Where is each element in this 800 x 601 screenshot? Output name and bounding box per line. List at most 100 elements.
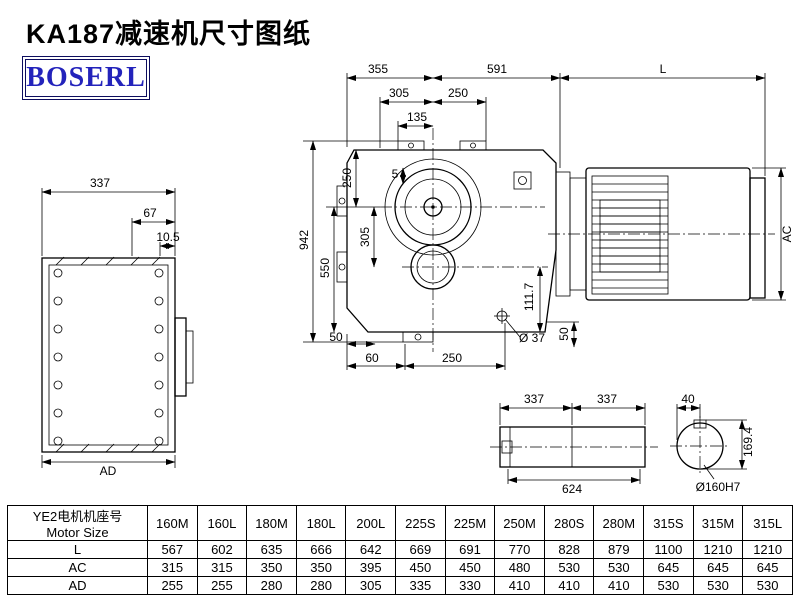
- value-cell: 645: [692, 558, 744, 577]
- motor-dimension-table: YE2电机机座号 Motor Size 160M 160L 180M 180L …: [7, 505, 793, 595]
- dim-550: 550: [318, 258, 332, 278]
- value-cell: 335: [395, 576, 446, 595]
- value-cell: 330: [444, 576, 496, 595]
- hatch-bottom: [55, 443, 161, 453]
- value-cell: 530: [692, 576, 744, 595]
- value-cell: 315: [196, 558, 248, 577]
- motor-size-header: YE2电机机座号 Motor Size: [7, 505, 148, 541]
- value-cell: 530: [742, 576, 793, 595]
- shaft-side-view: 337 337 624: [490, 392, 658, 496]
- col-header: 280S: [543, 505, 595, 541]
- col-header: 315L: [742, 505, 793, 541]
- value-cell: 645: [643, 558, 694, 577]
- dim-135: 135: [407, 110, 427, 124]
- dim-l: L: [660, 62, 667, 76]
- row-label: AC: [7, 558, 148, 577]
- dim-355: 355: [368, 62, 388, 76]
- value-cell: 450: [444, 558, 496, 577]
- value-cell: 410: [494, 576, 545, 595]
- front-view-dimensions: 337 67 10.5 AD: [41, 176, 180, 478]
- value-cell: 828: [543, 540, 595, 559]
- table-row-L: L 567 602 635 666 642 669 691 770 828 87…: [7, 540, 793, 559]
- side-view-dimensions: 355 591 L 305 250 135 942 550 250 305 5 …: [297, 62, 766, 370]
- value-cell: 315: [147, 558, 198, 577]
- table-header-row: YE2电机机座号 Motor Size 160M 160L 180M 180L …: [7, 505, 793, 541]
- col-header: 160L: [196, 505, 248, 541]
- value-cell: 255: [147, 576, 198, 595]
- dim-60: 60: [365, 351, 379, 365]
- table-row-AC: AC 315 315 350 350 395 450 450 480 530 5…: [7, 558, 793, 577]
- motor-side-view: AC: [548, 167, 794, 301]
- dim-shaft-dia160: Ø160H7: [696, 480, 741, 494]
- dim-ac: AC: [780, 225, 794, 242]
- technical-drawing: 337 67 10.5 AD: [41, 62, 794, 496]
- page-title: KA187减速机尺寸图纸: [26, 19, 312, 49]
- value-cell: 879: [593, 540, 645, 559]
- col-header: 180M: [246, 505, 297, 541]
- dim-942: 942: [297, 230, 311, 250]
- dim-shaft-624: 624: [562, 482, 582, 496]
- row-label: L: [7, 540, 148, 559]
- value-cell: 669: [395, 540, 446, 559]
- value-cell: 450: [395, 558, 446, 577]
- motor-size-header-cn: YE2电机机座号: [32, 509, 123, 524]
- dim-250-left: 250: [340, 168, 354, 188]
- dim-shaft-337-a: 337: [524, 392, 544, 406]
- dim-dia-37: Ø 37: [519, 331, 545, 345]
- value-cell: 1100: [643, 540, 694, 559]
- dim-305-left: 305: [358, 227, 372, 247]
- col-header: 280M: [593, 505, 645, 541]
- value-cell: 350: [295, 558, 347, 577]
- dim-250-top: 250: [448, 86, 468, 100]
- col-header: 160M: [147, 505, 198, 541]
- col-header: 315S: [643, 505, 694, 541]
- dim-front-ad: AD: [100, 464, 117, 478]
- boserl-logo: BOSERL: [22, 56, 150, 100]
- col-header: 315M: [692, 505, 744, 541]
- value-cell: 691: [444, 540, 496, 559]
- dim-front-width: 337: [90, 176, 110, 190]
- dim-50-left: 50: [329, 330, 343, 344]
- value-cell: 567: [147, 540, 198, 559]
- motor-end-cap: [749, 177, 766, 299]
- motor-size-header-en: Motor Size: [46, 525, 109, 540]
- col-header: 225M: [444, 505, 496, 541]
- dim-shaft-40: 40: [681, 392, 695, 406]
- dim-111-7: 111.7: [522, 283, 536, 312]
- value-cell: 1210: [742, 540, 793, 559]
- value-cell: 280: [295, 576, 347, 595]
- value-cell: 530: [593, 558, 645, 577]
- value-cell: 305: [345, 576, 397, 595]
- row-label: AD: [7, 576, 148, 595]
- dim-front-offset: 67: [143, 206, 157, 220]
- value-cell: 635: [246, 540, 297, 559]
- dim-front-step: 10.5: [156, 230, 180, 244]
- shaft-stub: [174, 317, 187, 397]
- value-cell: 642: [345, 540, 397, 559]
- dim-shaft-337-b: 337: [597, 392, 617, 406]
- col-header: 250M: [494, 505, 545, 541]
- value-cell: 770: [494, 540, 545, 559]
- col-header: 225S: [395, 505, 446, 541]
- value-cell: 410: [593, 576, 645, 595]
- gearbox-front-view: [41, 256, 194, 453]
- value-cell: 530: [643, 576, 694, 595]
- value-cell: 350: [246, 558, 297, 577]
- value-cell: 480: [494, 558, 545, 577]
- table-row-AD: AD 255 255 280 280 305 335 330 410 410 4…: [7, 576, 793, 595]
- dim-50-right: 50: [557, 327, 571, 341]
- dim-250-bottom: 250: [442, 351, 462, 365]
- dim-5: 5: [392, 167, 399, 181]
- value-cell: 666: [295, 540, 347, 559]
- dim-591: 591: [487, 62, 507, 76]
- col-header: 180L: [295, 505, 347, 541]
- logo-text: BOSERL: [26, 62, 146, 93]
- shaft-end-view: 40 169.4 Ø160H7: [670, 392, 755, 494]
- value-cell: 530: [543, 558, 595, 577]
- value-cell: 1210: [692, 540, 744, 559]
- value-cell: 255: [196, 576, 248, 595]
- dim-shaft-169-4: 169.4: [741, 427, 755, 457]
- value-cell: 410: [543, 576, 595, 595]
- dim-305-top: 305: [389, 86, 409, 100]
